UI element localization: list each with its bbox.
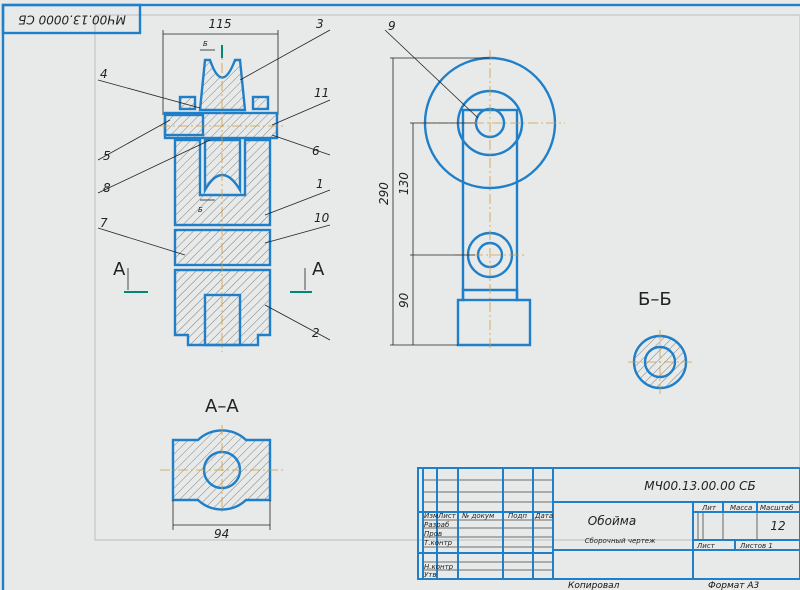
copied-label: Копировал bbox=[568, 581, 620, 590]
callout-2: 2 bbox=[312, 326, 320, 340]
part-7 bbox=[173, 228, 272, 267]
section-aa: А–А 94 bbox=[160, 396, 285, 541]
role-tech-control: Т.контр bbox=[424, 539, 453, 547]
section-mark-a-left: А bbox=[113, 259, 126, 280]
callout-8: 8 bbox=[103, 181, 111, 195]
role-checker: Пров bbox=[424, 530, 442, 538]
callout-4: 4 bbox=[100, 67, 108, 81]
stamp-box: МЧ00.13.0000 СБ bbox=[1, 3, 142, 35]
part-name: Обойма bbox=[588, 514, 636, 528]
callout-3: 3 bbox=[316, 17, 324, 31]
section-mark-b-top: Б bbox=[203, 40, 208, 48]
scale-label: Масштаб bbox=[760, 504, 794, 512]
outer-frame bbox=[1, 3, 800, 590]
callout-7: 7 bbox=[100, 216, 108, 230]
header-date: Дата bbox=[534, 512, 553, 520]
main-view: 115 Б Б А А 3 4 11 5 6 8 1 10 7 2 bbox=[97, 17, 331, 352]
section-mark-a-right: А bbox=[312, 259, 325, 280]
callout-6: 6 bbox=[312, 144, 320, 158]
role-developer: Разраб bbox=[424, 521, 450, 529]
document-type: Сборочный чертеж bbox=[585, 537, 656, 545]
title-block: МЧ00.13.00.00 СБ Обойма Сборочный чертеж… bbox=[417, 467, 800, 590]
callout-5: 5 bbox=[103, 149, 111, 163]
sheets-label: Листов 1 bbox=[739, 542, 773, 550]
callout-10: 10 bbox=[314, 211, 330, 225]
drawing-designation: МЧ00.13.00.00 СБ bbox=[644, 479, 756, 493]
section-aa-title: А–А bbox=[205, 396, 239, 417]
scale-value: 12 bbox=[770, 519, 785, 533]
header-doc-no: № докум bbox=[461, 512, 495, 520]
callout-1: 1 bbox=[316, 177, 324, 191]
dim-290: 290 bbox=[377, 182, 391, 205]
section-bb-title: Б–Б bbox=[638, 289, 672, 310]
header-izm: Изм bbox=[424, 512, 439, 520]
header-sign: Подп bbox=[508, 512, 527, 520]
part-2 bbox=[173, 268, 272, 347]
sheet-label: Лист bbox=[696, 542, 716, 550]
dim-130: 130 bbox=[397, 172, 411, 195]
lit-label: Лит bbox=[701, 504, 717, 512]
callout-9: 9 bbox=[388, 19, 396, 33]
role-approved: Утв bbox=[424, 571, 436, 579]
header-list: Лист bbox=[437, 512, 457, 520]
stamp-text: МЧ00.13.0000 СБ bbox=[18, 13, 126, 27]
section-mark-b-bottom: Б bbox=[198, 206, 203, 214]
format-label: Формат А3 bbox=[708, 581, 760, 590]
side-view: 290 130 90 9 bbox=[377, 19, 565, 350]
section-bb: Б–Б bbox=[628, 289, 692, 394]
part-1 bbox=[173, 138, 272, 227]
dim-90: 90 bbox=[397, 292, 411, 308]
callout-11: 11 bbox=[314, 86, 329, 100]
dim-115: 115 bbox=[209, 17, 232, 31]
mass-label: Масса bbox=[730, 504, 752, 512]
inner-frame bbox=[94, 14, 800, 541]
dim-94: 94 bbox=[214, 527, 229, 541]
role-norm-control: Н.контр bbox=[424, 563, 454, 571]
pulley-top bbox=[198, 58, 247, 112]
